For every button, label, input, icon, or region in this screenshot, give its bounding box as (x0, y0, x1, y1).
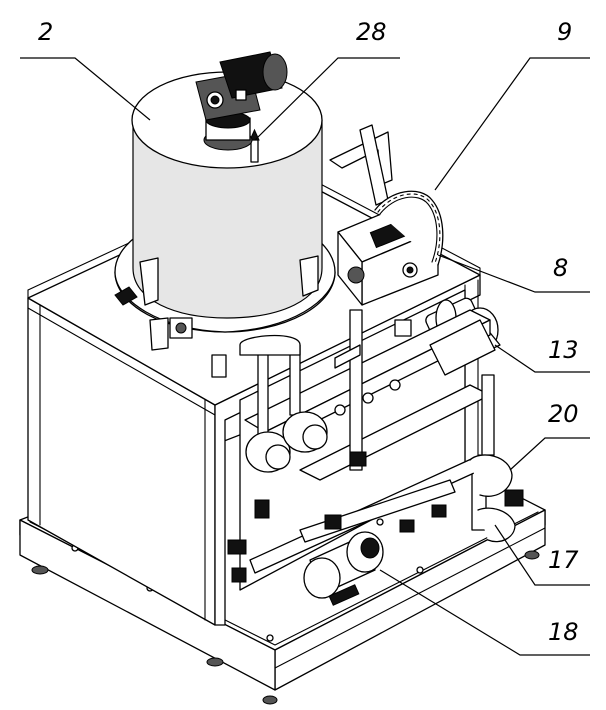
callout-labels: 2 28 9 8 13 20 17 18 (38, 18, 579, 646)
callout-2: 2 (38, 18, 53, 46)
tank (114, 71, 336, 351)
callout-28: 28 (356, 18, 387, 46)
callout-17: 17 (548, 546, 579, 574)
control-box (329, 124, 444, 306)
pump-18 (303, 531, 384, 606)
callout-8: 8 (553, 254, 568, 282)
callout-13: 13 (548, 336, 579, 364)
mixer-motor (195, 51, 288, 151)
callout-18: 18 (548, 618, 579, 646)
leader-lines (20, 57, 590, 656)
callout-9: 9 (557, 18, 572, 46)
callout-20: 20 (548, 400, 579, 428)
piping (211, 309, 524, 583)
